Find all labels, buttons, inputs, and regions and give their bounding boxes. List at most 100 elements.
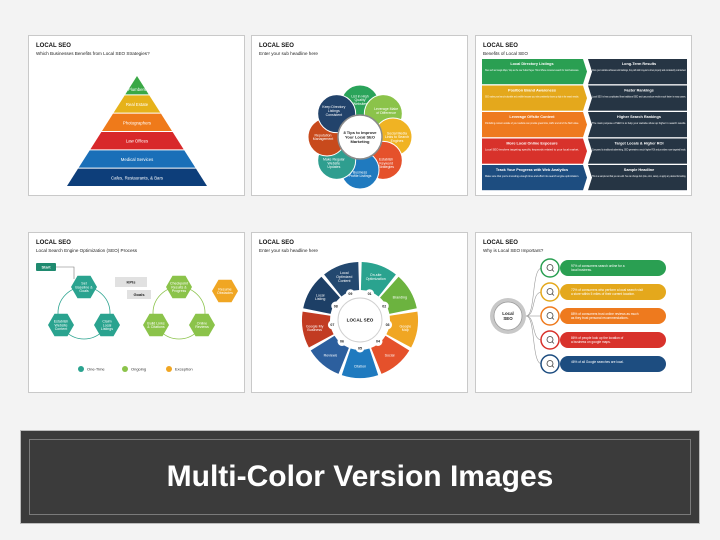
benefit-right-head: Faster Rankings [624,89,654,93]
benefit-left-body: Sites such as Google Maps, Yelp are the … [485,68,579,72]
ring-segment [303,276,340,314]
location-pin-icon [546,288,555,296]
benefit-notch [588,112,592,138]
slide-subtitle: Benefits of Local SEO [483,51,528,56]
ring-segment [360,262,396,297]
label-line: Build Links [147,321,165,325]
slide-subtitle: Enter your sub headline here [259,248,318,253]
slide-thumbnail-4[interactable]: LOCAL SEO Local Search Engine Optimizati… [28,232,245,393]
label-line: Websites [353,102,368,106]
benefit-arrow [583,112,587,138]
benefit-left-head: Track Your Progress with Web Analytics [496,168,568,172]
benefit-arrow [583,165,587,191]
legend-label: Ongoing [131,367,146,372]
stat-bar [560,356,666,372]
benefit-right [588,112,687,138]
benefit-left-head: Position Brand Awareness [508,89,556,93]
stat-bar [560,284,666,300]
benefit-right [588,165,687,191]
slide-title: LOCAL SEO [259,240,294,246]
benefit-left-body: Local SEO involves targeting specific ke… [485,148,579,152]
segment-badge [337,336,347,346]
label-line: Google [400,324,412,328]
benefit-left [482,138,583,164]
label-line: Google My [306,324,324,328]
label-line: Listings [328,109,340,113]
stat-line: 97% of consumers search online for a [571,264,625,268]
label-line: Business [307,328,322,332]
goals-label: Goals [133,292,145,297]
icon-shape [551,269,555,272]
process-hexagon [71,275,97,299]
label-line: Optimization [366,277,386,281]
slide-thumbnail-6[interactable]: LOCAL SEO Why is Local SEO Important? Lo… [475,232,692,393]
thumbs-up-icon [546,312,555,320]
process-hexagon [94,313,120,337]
slide-thumbnail-3[interactable]: LOCAL SEO Benefits of Local SEO Local Di… [475,35,692,196]
stat-line: a business on google maps. [571,340,611,344]
process-hexagon [48,313,74,337]
benefit-left [482,165,583,191]
segment-label: Citation [354,364,366,368]
label-line: Baseline & [75,285,93,289]
segment-label: Social [385,353,395,357]
kpi-label: KPIs [127,280,137,285]
label-line: Optimized [336,275,352,279]
benefit-left [482,85,583,111]
benefit-arrow [583,138,587,164]
benefit-right [588,138,687,164]
map-marker-icon [546,336,555,344]
icon-shape [551,293,555,296]
slide-thumbnail-1[interactable]: LOCAL SEO Which Businesses Benefits from… [28,35,245,196]
label-line: SEO [503,316,513,321]
label-line: Strategies [378,165,394,169]
ring-segment [380,276,417,314]
benefit-right-body: Local SEO is less complicated than tradi… [592,95,686,99]
slide-thumbnail-5[interactable]: LOCAL SEO Enter your sub headline here O… [251,232,468,393]
label-line: of Difference [376,111,396,115]
start-box [36,263,56,271]
icon-shape [551,317,555,320]
slide-subtitle: Why is Local SEO Important? [483,248,544,253]
slide-title: LOCAL SEO [259,43,294,49]
benefit-right-head: Target Locals & Higher ROI [614,142,663,146]
connector [525,315,543,341]
label-line: Progress [172,289,187,293]
label-line: Local [316,293,325,297]
label-line: Branding [393,295,407,299]
center-label: LOCAL SEO [347,318,374,323]
pyramid-label: Real Estate [126,102,149,107]
slide-thumbnail-2[interactable]: LOCAL SEO Enter your sub headline here L… [251,35,468,196]
process-hexagon [212,279,238,303]
benefit-notch [588,85,592,111]
pyramid-level [113,95,161,113]
segment-number: 01 [368,292,372,296]
label-line: Local [103,323,112,327]
icon-shape [551,341,555,344]
benefit-arrow [583,59,587,85]
icon-circle [540,306,560,326]
label-line: Goals [79,289,89,293]
stat-text: 46% of all Google searches are local. [571,360,624,364]
stat-line: local business. [571,268,592,272]
label-line: Reviews [324,353,338,357]
label-line: Listings [101,327,113,331]
stat-text: 72% of consumers who perform a local sea… [571,288,643,296]
label-line: Checkpoint [170,281,188,285]
stat-line: 86% of people look up the location of [571,336,623,340]
segment-number: 06 [340,340,344,344]
process-hexagon [166,275,192,299]
connector [525,291,543,317]
label-line: Leverage Make [374,107,398,111]
icon-circle [540,330,560,350]
